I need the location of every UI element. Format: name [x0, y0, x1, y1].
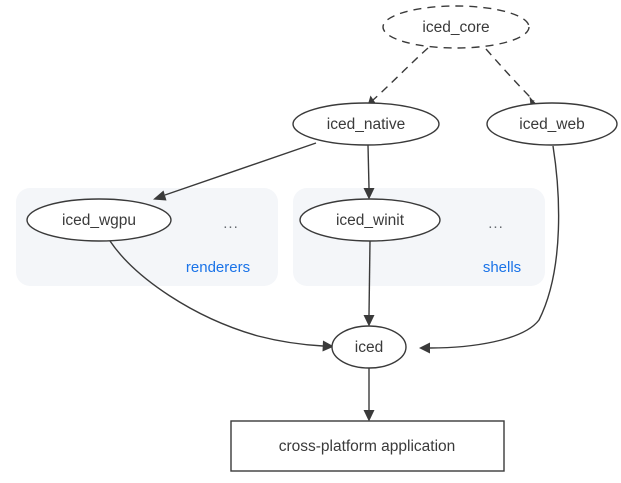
node-application[interactable]: cross-platform application [230, 420, 505, 472]
cluster-renderers-label: renderers [186, 259, 250, 276]
node-application-shape [230, 420, 505, 472]
node-iced-core-label: iced_core [422, 19, 489, 36]
node-iced-native[interactable]: iced_native [292, 102, 440, 146]
node-iced-wgpu-label: iced_wgpu [62, 212, 136, 229]
node-iced-winit-label: iced_winit [336, 212, 405, 229]
edge-iced-native-to-iced-wgpu [153, 142, 317, 201]
edge-iced-core-to-iced-web [485, 48, 540, 108]
node-iced-web[interactable]: iced_web [486, 102, 618, 146]
node-iced-wgpu[interactable]: iced_wgpu [26, 198, 172, 242]
node-iced-label: iced [355, 339, 383, 356]
node-iced-native-shape [292, 102, 440, 146]
node-iced-web-label: iced_web [519, 116, 585, 133]
edge-iced-web-to-iced [419, 145, 560, 354]
edge-iced-core-to-iced-native [367, 47, 429, 108]
node-iced-winit[interactable]: iced_winit [299, 198, 441, 242]
node-iced-shape [331, 325, 407, 369]
cluster-renderers-ellipsis: ... [223, 215, 239, 232]
node-iced-core[interactable]: iced_core [382, 5, 530, 49]
node-iced-wgpu-shape [26, 198, 172, 242]
cluster-shells-label: shells [483, 259, 521, 276]
node-iced-core-shape [382, 5, 530, 49]
node-iced-web-shape [486, 102, 618, 146]
node-iced-winit-shape [299, 198, 441, 242]
edge-iced-winit-to-iced [363, 240, 375, 327]
edge-iced-wgpu-to-iced [109, 240, 334, 352]
node-iced[interactable]: iced [331, 325, 407, 369]
cluster-shells-ellipsis: ... [488, 215, 504, 232]
edge-iced-native-to-iced-winit [363, 144, 375, 200]
edge-iced-to-application [363, 368, 375, 422]
node-application-label: cross-platform application [279, 438, 456, 455]
node-iced-native-label: iced_native [327, 116, 405, 133]
